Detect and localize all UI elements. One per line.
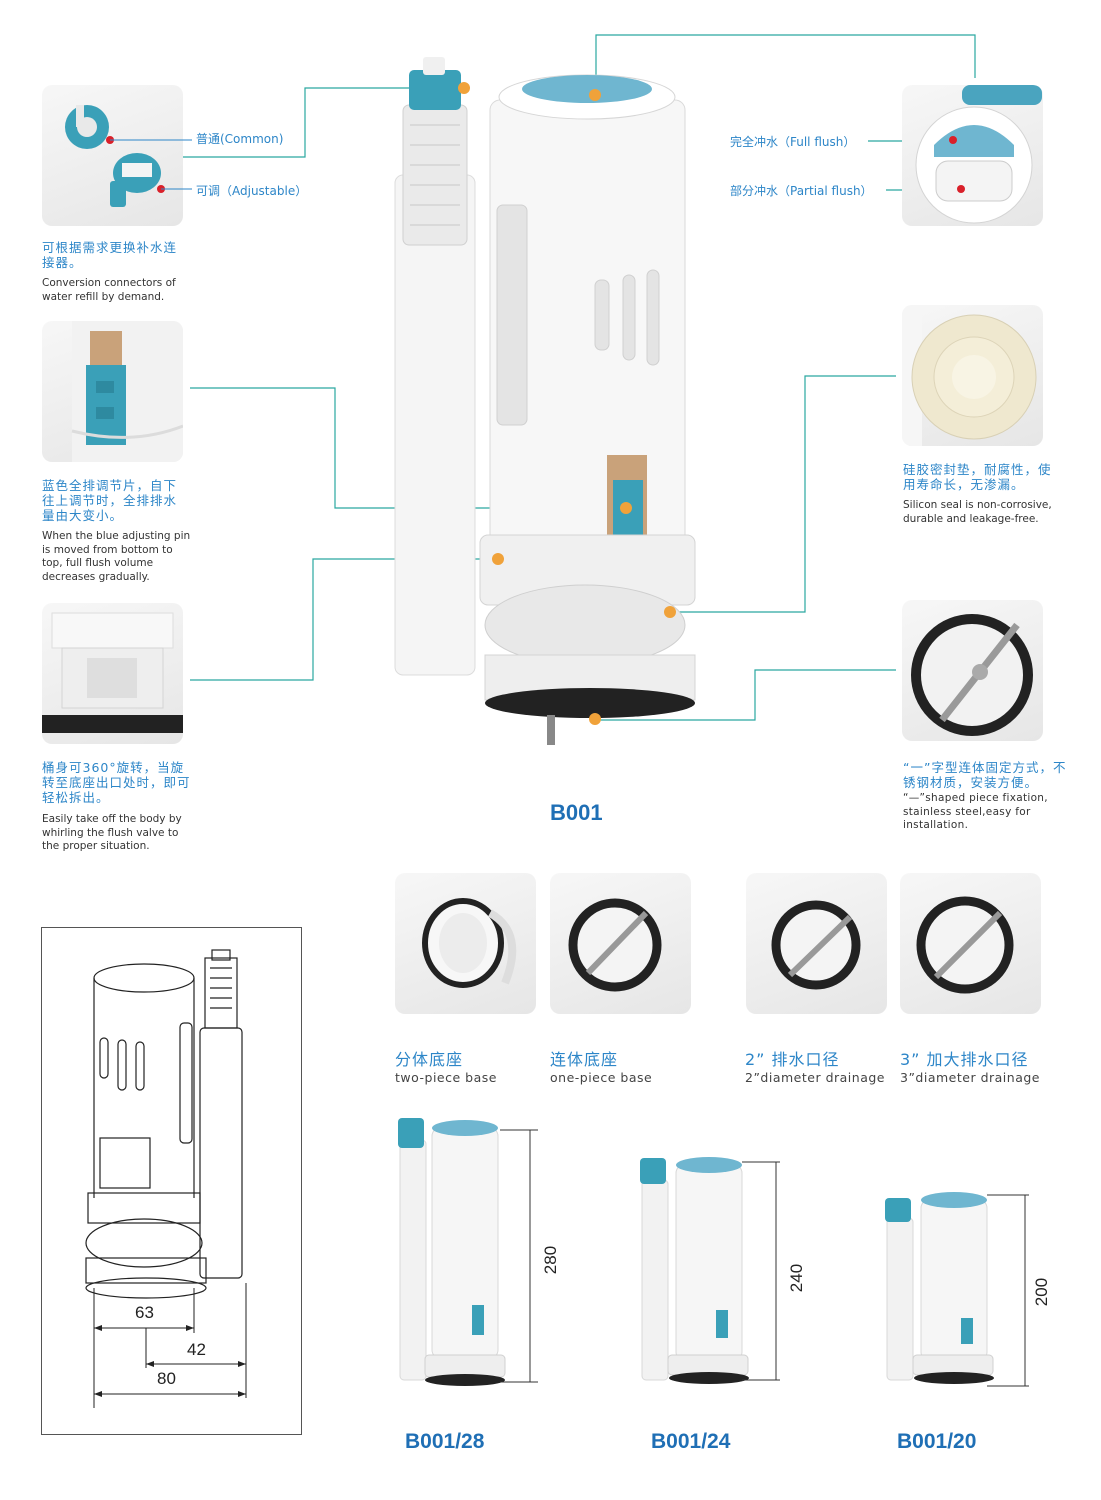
height-280: 280 [541,1245,561,1275]
seal-image [902,305,1037,446]
dimension-80: 80 [157,1369,176,1388]
model-b001-20-image [885,1192,1029,1387]
variant-2inch-cn: 2” 排水口径 [745,1050,840,1069]
adjust-text-cn: 蓝色全排调节片，自下往上调节时，全排排水量由大变小。 [42,478,178,523]
variant-3inch-en: 3”diameter drainage [900,1070,1040,1085]
adjusting-pin-thumbnail [42,321,183,462]
flush-button-image [915,85,1042,224]
dimension-63: 63 [135,1303,154,1322]
adjusting-pin-marker [620,502,632,514]
variant-one-piece-en: one-piece base [550,1070,653,1085]
rotation-image [42,612,183,733]
variant-one-piece: 连体底座 one-piece base [550,1046,652,1085]
variant-3inch: 3” 加大排水口径 3”diameter drainage [900,1046,1040,1085]
variant-one-piece-thumbnail [550,873,691,1014]
model-label-b001-20: B001/20 [897,1430,977,1453]
model-b001-28-image [398,1118,538,1386]
dimension-42: 42 [187,1340,206,1359]
seal-marker [664,606,676,618]
conversion-text-cn: 可根据需求更换补水连接器。 [42,240,178,270]
technical-drawing [85,949,247,1408]
one-piece-base-image [568,898,662,992]
fixation-image [911,614,1033,736]
model-label-b001-24: B001/24 [651,1430,731,1453]
three-inch-drainage-image [916,896,1014,994]
leader-lines [180,34,976,721]
adjust-text-en: When the blue adjusting pin is moved fro… [42,530,191,583]
conversion-text-en: Conversion connectors of water refill by… [42,277,176,303]
connector-marker [458,82,470,94]
seal-text-cn: 硅胶密封垫，耐腐性，使用寿命长，无渗漏。 [903,462,1052,492]
seal-text-en: Silicon seal is non-corrosive, durable a… [903,499,1052,525]
button-marker [589,89,601,101]
marker-lines [110,139,192,190]
variant-two-piece-cn: 分体底座 [395,1050,464,1069]
full-flush-marker [949,136,957,144]
model-label-b001-28: B001/28 [405,1430,485,1453]
rotation-marker [492,553,504,565]
variant-2inch-en: 2”diameter drainage [745,1070,885,1085]
height-200: 200 [1032,1277,1052,1307]
variant-2inch: 2” 排水口径 2”diameter drainage [745,1046,885,1085]
flush-button-thumbnail [902,85,1043,226]
model-b001-24-image [640,1157,780,1384]
variant-3inch-thumbnail [900,873,1041,1014]
seal-thumbnail [902,305,1043,446]
main-model-label: B001 [550,800,603,825]
partial-flush-marker [957,185,965,193]
fixation-text-en: “—”shaped piece fixation, stainless stee… [903,792,1048,831]
technical-drawing-frame: 63 42 80 [41,927,302,1435]
fixation-marker [589,713,601,725]
common-label: 普通(Common) [196,132,284,146]
partial-flush-label: 部分冲水（Partial flush） [730,184,873,198]
full-flush-label: 完全冲水（Full flush） [730,135,856,149]
variant-one-piece-cn: 连体底座 [550,1050,619,1069]
adjustable-label: 可调（Adjustable） [196,184,308,198]
variant-two-piece-en: two-piece base [395,1070,497,1085]
rotate-text-cn: 桶身可360°旋转，当旋转至底座出口处时，即可轻松拆出。 [42,760,191,805]
variant-2inch-thumbnail [746,873,887,1014]
connectors-image [65,105,161,207]
fixation-thumbnail [902,600,1043,741]
adjusting-pin-image [71,321,183,462]
connectors-thumbnail [42,85,183,226]
rotate-text-en: Easily take off the body by whirling the… [42,813,182,852]
two-piece-base-image [422,898,517,988]
variant-two-piece: 分体底座 two-piece base [395,1046,497,1085]
variant-3inch-cn: 3” 加大排水口径 [900,1050,1029,1069]
main-flush-valve-image [394,57,696,745]
height-240: 240 [787,1263,807,1293]
fixation-text-cn: “一”字型连体固定方式，不锈钢材质，安装方便。 [903,760,1067,790]
two-inch-drainage-image [771,900,861,990]
variant-two-piece-thumbnail [395,873,536,1014]
rotation-thumbnail [42,603,183,744]
